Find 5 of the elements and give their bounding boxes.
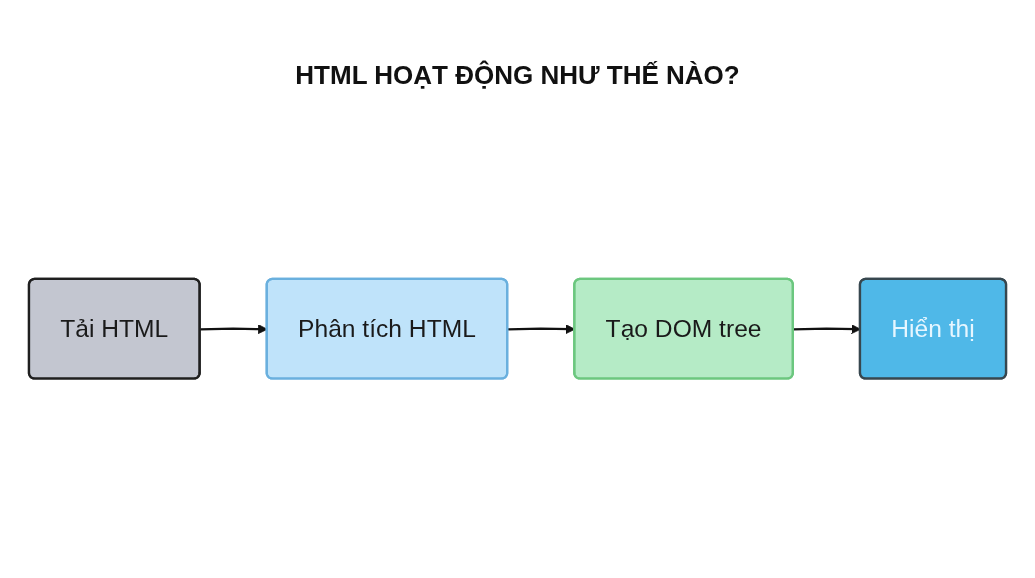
process-box: Tải HTML (27, 278, 201, 380)
process-box: Hiển thị (858, 278, 1008, 380)
process-box: Tạo DOM tree (573, 278, 794, 380)
title: HTML HOẠT ĐỘNG NHƯ THẾ NÀO? (295, 60, 740, 91)
process-box: Phân tích HTML (265, 278, 509, 380)
